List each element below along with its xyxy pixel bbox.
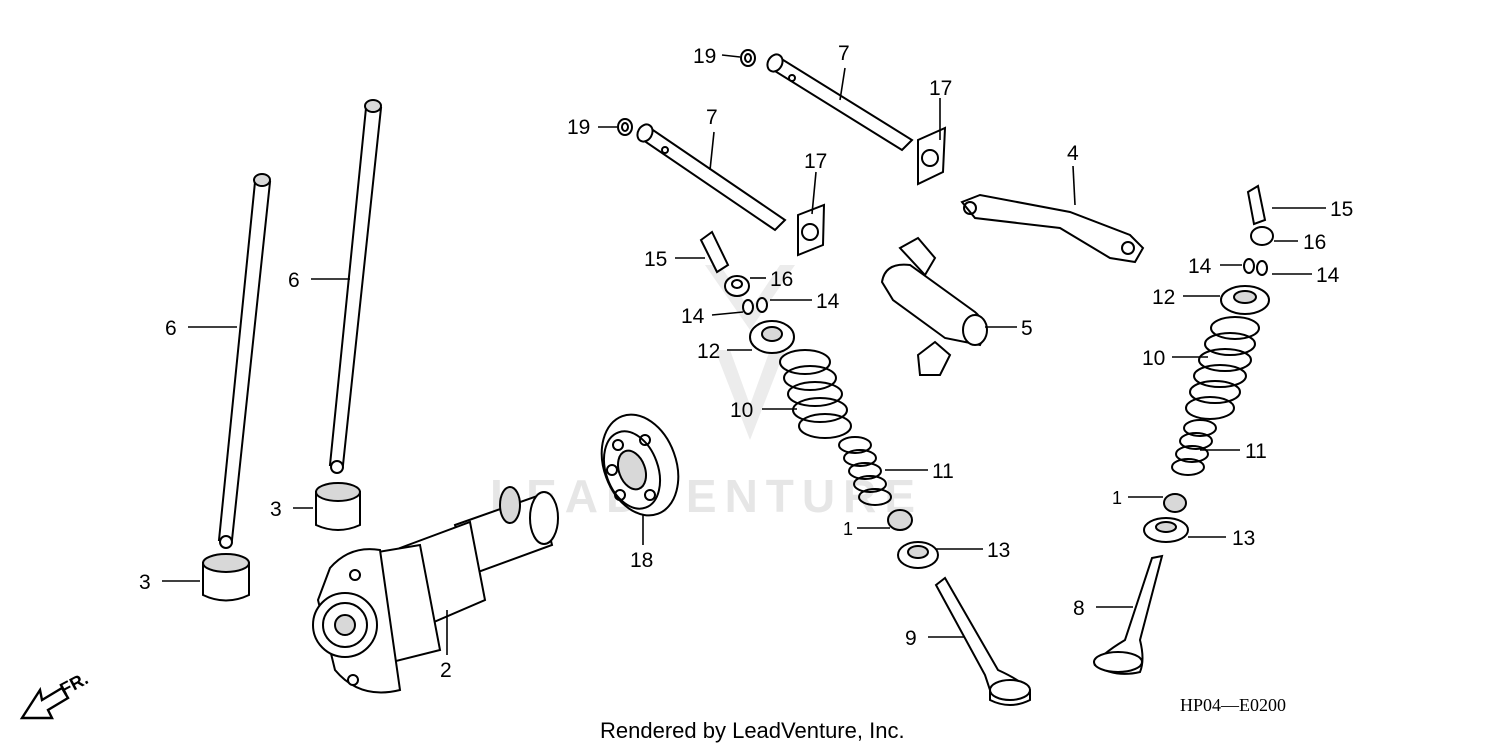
callout-12-right: 12	[1152, 286, 1175, 309]
callout-3-lower: 3	[139, 571, 151, 594]
shaft-plate-lower	[797, 203, 826, 257]
spring-outer-right	[1185, 316, 1260, 420]
callout-5: 5	[1021, 317, 1033, 340]
callout-14-left-left: 14	[681, 305, 705, 328]
retainer-left	[749, 320, 795, 354]
callout-14-right-left: 14	[1188, 255, 1212, 278]
callout-3-upper: 3	[270, 498, 282, 521]
seal-left	[887, 509, 913, 531]
callout-4: 4	[1067, 142, 1079, 165]
callout-11-left: 11	[932, 460, 954, 483]
lifter-upper	[315, 482, 361, 531]
callout-13-right: 13	[1232, 527, 1255, 550]
callout-7-upper: 7	[838, 42, 850, 65]
rocker-arm-4	[960, 193, 1145, 264]
callout-14-right-right: 14	[1316, 264, 1340, 287]
seal-right	[1163, 493, 1187, 513]
push-rod-right	[328, 99, 383, 474]
callout-19-upper: 19	[693, 45, 716, 68]
nut-right	[1250, 226, 1274, 246]
callout-2: 2	[440, 659, 452, 682]
spring-seat-left	[897, 541, 939, 569]
callout-11-right: 11	[1245, 440, 1267, 463]
rocker-shaft-upper	[766, 53, 914, 152]
diagram-code: HP04—E0200	[1180, 695, 1286, 715]
adjust-screw-left	[699, 230, 730, 274]
camshaft	[312, 486, 559, 694]
retainer-right	[1220, 285, 1270, 315]
cotter-right	[1243, 258, 1268, 276]
valve-right	[1093, 554, 1164, 675]
spring-inner-right	[1171, 419, 1217, 476]
callout-1-right: 1	[1112, 488, 1122, 508]
callout-13-left: 13	[987, 539, 1010, 562]
callout-18: 18	[630, 549, 653, 572]
callout-10-left: 10	[730, 399, 753, 422]
washer-upper	[740, 49, 756, 67]
front-direction-indicator: FR.	[19, 668, 91, 720]
spring-outer-left	[779, 349, 852, 439]
callout-19-lower: 19	[567, 116, 590, 139]
callout-1-left: 1	[843, 519, 853, 539]
callout-16-right: 16	[1303, 231, 1326, 254]
callout-12-left: 12	[697, 340, 720, 363]
leader-lines	[162, 54, 1326, 655]
rocker-arm-5	[880, 236, 988, 376]
callout-15-left: 15	[644, 248, 667, 271]
callout-16-left: 16	[770, 268, 793, 291]
callout-6-left: 6	[165, 317, 177, 340]
valve-left	[934, 576, 1031, 706]
callout-17-lower: 17	[804, 150, 827, 173]
adjust-screw-right	[1246, 184, 1267, 226]
callout-8: 8	[1073, 597, 1085, 620]
callout-7-lower: 7	[706, 106, 718, 129]
footer-credit: Rendered by LeadVenture, Inc.	[600, 718, 905, 743]
callout-15-right: 15	[1330, 198, 1353, 221]
spring-seat-right	[1143, 517, 1189, 543]
nut-left	[724, 275, 750, 297]
callout-10-right: 10	[1142, 347, 1165, 370]
rocker-shaft-lower	[636, 123, 787, 232]
lifter-lower	[202, 553, 250, 602]
washer-lower	[617, 118, 633, 136]
watermark: LEADVENTURE	[490, 265, 923, 522]
callout-labels: 19 7 17 19 7 17 4 15 16 14 14 12 10 11 1…	[139, 42, 1353, 682]
watermark-text: LEADVENTURE	[490, 470, 923, 522]
callout-9: 9	[905, 627, 917, 650]
bearing	[600, 413, 680, 517]
front-arrow-icon	[19, 686, 70, 720]
shaft-plate-upper	[917, 126, 947, 186]
callout-6-right: 6	[288, 269, 300, 292]
callout-14-left-right: 14	[816, 290, 840, 313]
spring-inner-left	[838, 436, 892, 506]
callout-17-upper: 17	[929, 77, 952, 100]
push-rod-left	[217, 173, 272, 549]
cotter-left	[742, 297, 768, 315]
